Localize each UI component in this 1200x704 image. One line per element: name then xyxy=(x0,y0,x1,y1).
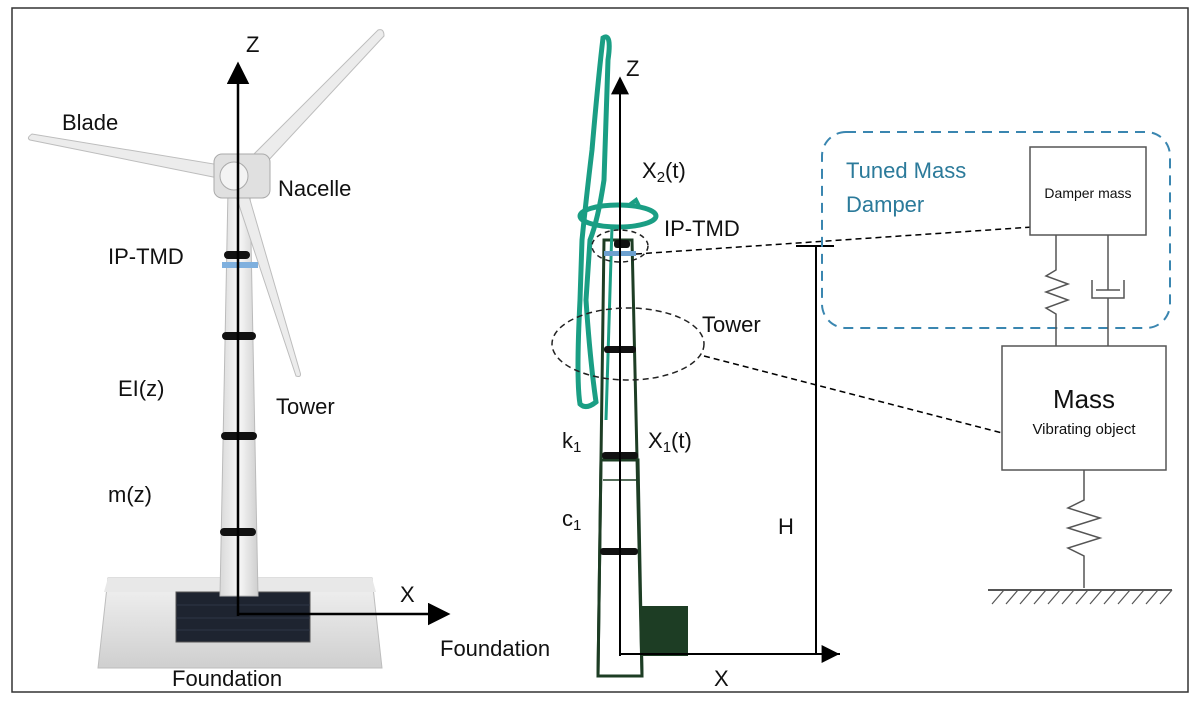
wind-turbine-model xyxy=(27,29,451,669)
solar-panel xyxy=(175,591,311,643)
height-label: H xyxy=(778,514,794,539)
tmd-dashed-boundary xyxy=(821,131,1171,329)
figure-border xyxy=(11,7,1189,693)
model-blade xyxy=(575,34,612,410)
foundation-label-model: Foundation xyxy=(440,636,550,661)
model-tower-lower xyxy=(596,458,644,678)
x-axis-label-model: X xyxy=(714,666,729,691)
main-mass-box xyxy=(1001,345,1167,471)
blade-label: Blade xyxy=(62,110,118,135)
ip-tmd-mount xyxy=(222,262,258,268)
k1-label: k1 xyxy=(562,428,581,456)
tmd-title-line2: Damper xyxy=(846,192,924,217)
base-spring xyxy=(1065,470,1103,588)
tmd-schematic xyxy=(821,131,1173,605)
model-nacelle-ring xyxy=(577,202,659,230)
blade-left xyxy=(27,133,229,181)
damper-mass-box xyxy=(1029,146,1147,236)
x-axis-label-left: X xyxy=(400,582,415,607)
vibrating-object-label: Vibrating object xyxy=(1032,421,1136,438)
model-band-top xyxy=(614,240,630,248)
blade-lower xyxy=(233,185,301,377)
blade-upper xyxy=(239,29,385,179)
x1-label: X1(t) xyxy=(648,428,692,456)
foundation-label-left: Foundation xyxy=(172,666,282,691)
ip-tmd-label-model: IP-TMD xyxy=(664,216,740,241)
mass-distribution-label: m(z) xyxy=(108,482,152,507)
structural-model xyxy=(551,34,1109,678)
arrow-to-damper-mass xyxy=(635,217,1109,255)
z-axis-label-left: Z xyxy=(246,32,259,57)
tmd-dashpot xyxy=(1091,235,1125,346)
mass-label: Mass xyxy=(1053,384,1115,414)
model-foundation-block xyxy=(640,606,688,656)
tower-label-left: Tower xyxy=(276,394,335,419)
c1-label: c1 xyxy=(562,506,581,534)
nacelle-label: Nacelle xyxy=(278,176,351,201)
ground-hatching xyxy=(991,589,1173,605)
z-axis-label-model: Z xyxy=(626,56,639,81)
tmd-spring xyxy=(1043,235,1071,346)
tower-highlight xyxy=(551,307,705,381)
tmd-title-line1: Tuned Mass xyxy=(846,158,966,183)
stiffness-label: EI(z) xyxy=(118,376,164,401)
hub xyxy=(219,161,249,191)
ip-tmd-label-left: IP-TMD xyxy=(108,244,184,269)
ip-tmd-highlight xyxy=(591,229,649,263)
x2-label: X2(t) xyxy=(642,158,686,186)
damper-mass-label: Damper mass xyxy=(1044,185,1131,201)
tower-label-model: Tower xyxy=(702,312,761,337)
